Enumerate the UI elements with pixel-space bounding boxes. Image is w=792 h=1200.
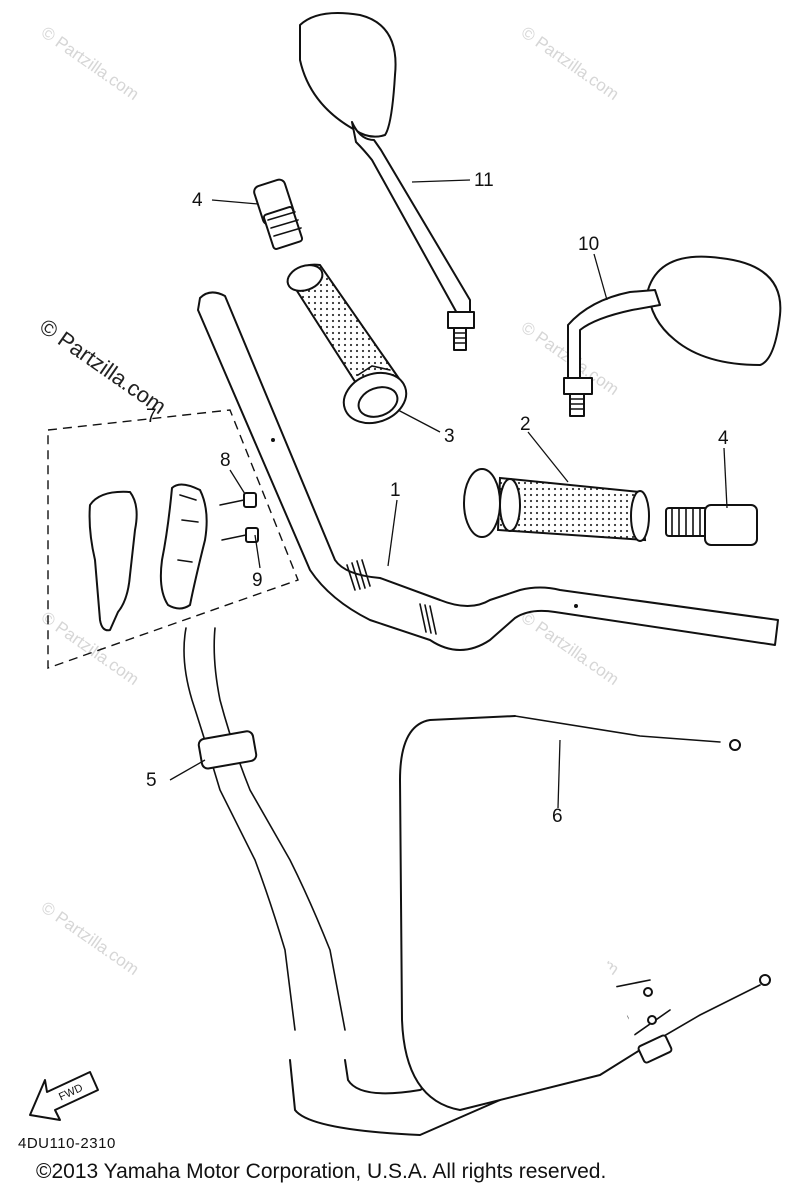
watermark-large: © Partzilla.com: [35, 314, 171, 420]
part-1-handlebar: [197, 291, 779, 651]
part-8-screw: [219, 492, 257, 508]
watermark-text: © Partzilla.com: [38, 23, 143, 104]
callout-9: 9: [252, 570, 263, 591]
leader-lines: [169, 179, 728, 809]
callout-2: 2: [520, 414, 531, 435]
watermark-text: © Partzilla.com: [518, 23, 623, 104]
callout-8: 8: [220, 450, 231, 471]
watermark-text: © Partzilla.com: [38, 898, 143, 979]
callout-5: 5: [146, 770, 157, 791]
part-9-screw: [221, 527, 259, 543]
part-2-grip-left: [463, 468, 650, 542]
watermark-text: © Partzilla.com: [38, 608, 143, 689]
callouts: 11 4 10 3 2 4 1 7 8 9 5 6: [146, 170, 729, 827]
part-4-bar-end-lower: [665, 504, 758, 546]
part-11-mirror-left: [299, 12, 475, 351]
fwd-arrow-icon: FWD: [29, 1071, 99, 1121]
part-7-switch-housing-group: [47, 409, 299, 669]
part-4-bar-end-upper: [253, 178, 304, 250]
callout-4-lower: 4: [718, 428, 729, 449]
part-10-mirror-right: [563, 255, 782, 417]
diagram-code: 4DU110-2310: [18, 1135, 116, 1152]
callout-11: 11: [474, 170, 494, 191]
callout-10: 10: [578, 234, 599, 255]
callout-4-upper: 4: [192, 190, 203, 211]
callout-3: 3: [444, 426, 455, 447]
callout-7: 7: [146, 406, 157, 427]
callout-1: 1: [390, 480, 401, 501]
copyright-notice: ©2013 Yamaha Motor Corporation, U.S.A. A…: [36, 1160, 607, 1183]
part-3-throttle-grip: [286, 263, 408, 425]
callout-6: 6: [552, 806, 563, 827]
part-6-clutch-cable: [399, 715, 771, 1111]
